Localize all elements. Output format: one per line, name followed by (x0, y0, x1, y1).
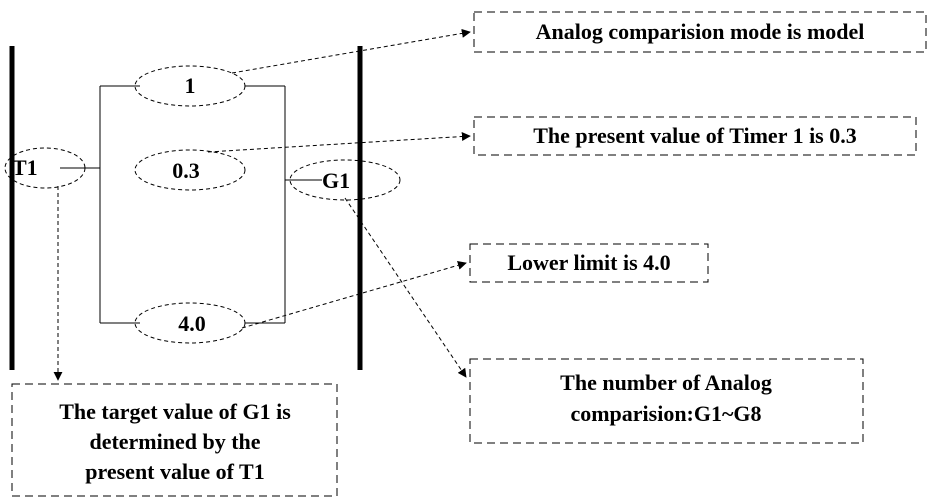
count-note-box (469, 358, 864, 444)
present-value: 0.3 (172, 158, 200, 183)
lower-arrow (241, 260, 467, 329)
present-note: The present value of Timer 1 is 0.3 (533, 123, 857, 148)
t1-label: T1 (12, 155, 38, 180)
present-arrow (207, 132, 471, 153)
present-ellipse (134, 149, 246, 191)
target-note-line-1: The target value of G1 is (59, 399, 291, 424)
count-arrow (344, 197, 467, 378)
count-note-line-1: The number of Analog (560, 370, 772, 395)
t1-ellipse (4, 147, 86, 189)
g1-label: G1 (322, 168, 350, 193)
present-note-box (473, 116, 917, 156)
lower-note: Lower limit is 4.0 (507, 250, 670, 275)
mode-arrow (231, 28, 471, 74)
lower-note-box (469, 243, 709, 283)
mode-value: 1 (185, 73, 196, 98)
lower-ellipse (134, 302, 246, 344)
mode-ellipse (134, 65, 246, 107)
target-note-line-2: determined by the (89, 429, 260, 454)
mode-note: Analog comparision mode is model (536, 19, 865, 44)
mode-note-box (473, 11, 927, 53)
target-note-line-3: present value of T1 (85, 459, 264, 484)
target-note-box (11, 383, 338, 497)
g1-ellipse (289, 159, 401, 201)
lower-value: 4.0 (178, 311, 206, 336)
count-note-line-2: comparision:G1~G8 (570, 401, 761, 426)
